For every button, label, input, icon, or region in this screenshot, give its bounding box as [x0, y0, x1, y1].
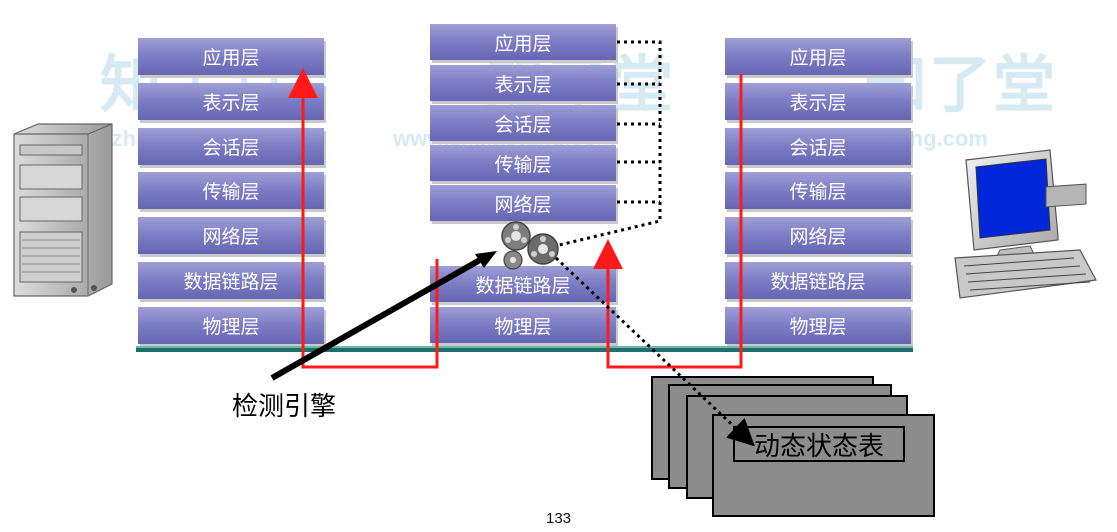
- right-layer-network: 网络层: [725, 217, 911, 254]
- right-layer-session: 会话层: [725, 128, 911, 165]
- left-layer-network: 网络层: [138, 217, 324, 254]
- fw-layer-presentation: 表示层: [430, 65, 616, 101]
- right-layer-transport: 传输层: [725, 172, 911, 209]
- left-layer-transport: 传输层: [138, 172, 324, 209]
- right-layer-datalink: 数据链路层: [725, 262, 911, 299]
- left-layer-session: 会话层: [138, 128, 324, 165]
- right-layer-presentation: 表示层: [725, 83, 911, 120]
- left-layer-physical: 物理层: [138, 307, 324, 344]
- fw-layer-physical: 物理层: [430, 307, 616, 343]
- right-layer-physical: 物理层: [725, 307, 911, 344]
- gears-icon: [501, 221, 559, 270]
- fw-layer-datalink: 数据链路层: [430, 266, 616, 302]
- left-layer-datalink: 数据链路层: [138, 262, 324, 299]
- fw-layer-transport: 传输层: [430, 145, 616, 181]
- network-bus-line: [136, 346, 913, 352]
- detection-engine-label: 检测引擎: [232, 392, 337, 422]
- fw-layer-session: 会话层: [430, 105, 616, 141]
- desktop-computer-icon: [954, 149, 1097, 299]
- fw-layer-application: 应用层: [430, 24, 616, 60]
- engine-pointer-arrow: [270, 251, 497, 381]
- page-number: 133: [545, 510, 572, 527]
- server-tower-icon: [13, 123, 113, 297]
- red-flow-path: [288, 68, 743, 369]
- right-layer-application: 应用层: [725, 38, 911, 75]
- fw-layer-network: 网络层: [430, 185, 616, 221]
- dotted-layer-connector: [554, 40, 755, 447]
